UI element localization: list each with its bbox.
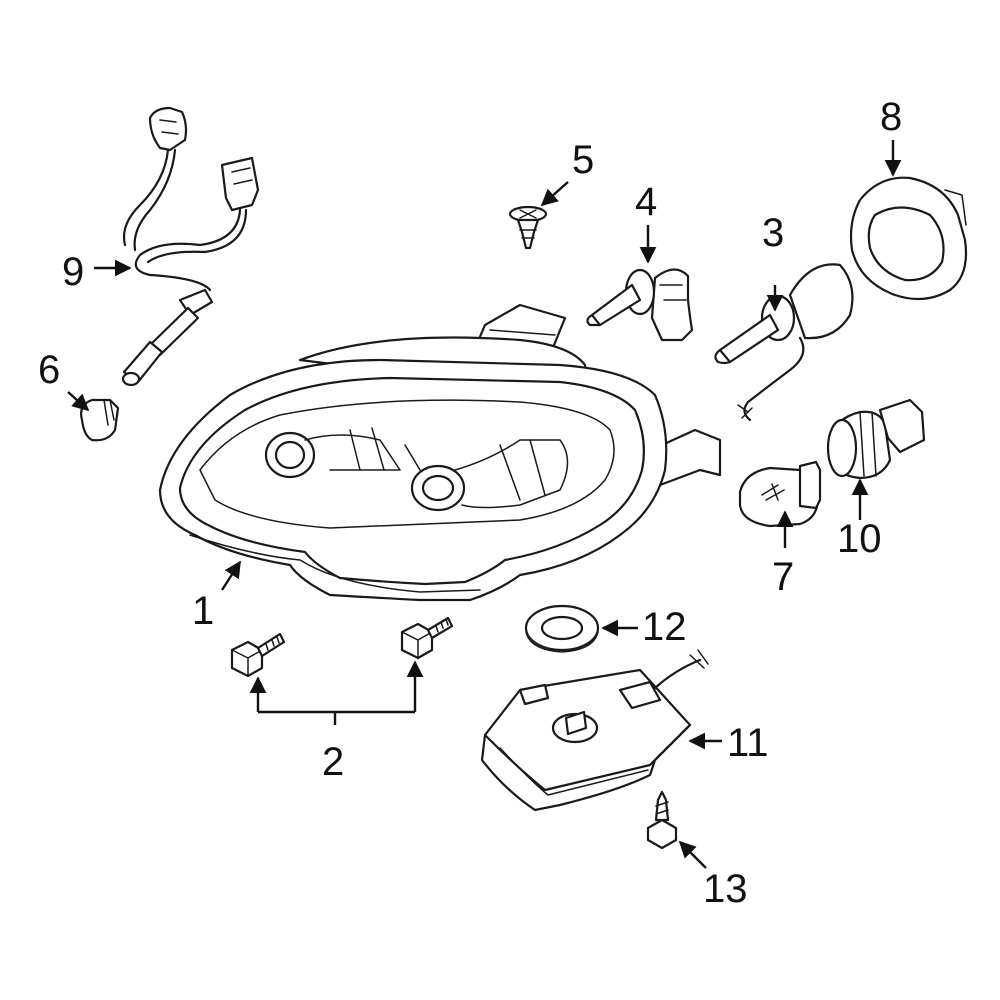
callout-7: 7 [772,555,794,599]
callout-4: 4 [635,180,657,224]
leader-1 [220,560,242,591]
callout-13: 13 [703,867,748,911]
grommet-seal-part[interactable] [524,604,600,653]
leader-6 [67,391,90,412]
callout-10: 10 [837,517,882,561]
dust-cover-part[interactable] [849,176,968,301]
callout-12: 12 [642,605,687,649]
leader-5 [540,181,569,207]
callout-6: 6 [38,348,60,392]
halogen-bulb-part[interactable] [586,268,694,342]
small-wedge-bulb-part[interactable] [80,398,120,442]
wiring-harness-part[interactable] [121,106,260,387]
callout-3: 3 [762,211,784,255]
leader-lines [67,140,902,869]
callout-2: 2 [322,740,344,784]
bulb-socket-part[interactable] [826,398,926,480]
headlamp-assembly-part[interactable] [158,303,722,602]
leader-13 [678,840,707,869]
callout-5: 5 [572,138,594,182]
callout-11: 11 [727,721,769,765]
hid-bulb-part[interactable] [714,263,854,422]
callout-labels: 1 2 3 4 5 6 7 8 9 10 11 12 13 [38,95,902,911]
ballast-unit-part[interactable] [480,649,709,812]
ballast-screw-part[interactable] [646,790,678,850]
retainer-clip-part[interactable] [508,205,548,250]
callout-9: 9 [62,250,84,294]
mounting-bolt-left[interactable] [230,632,286,678]
callout-1: 1 [192,589,214,633]
callout-8: 8 [880,95,902,139]
mounting-bolt-right[interactable] [400,616,454,660]
highlighted-bulb-part[interactable] [738,460,822,528]
